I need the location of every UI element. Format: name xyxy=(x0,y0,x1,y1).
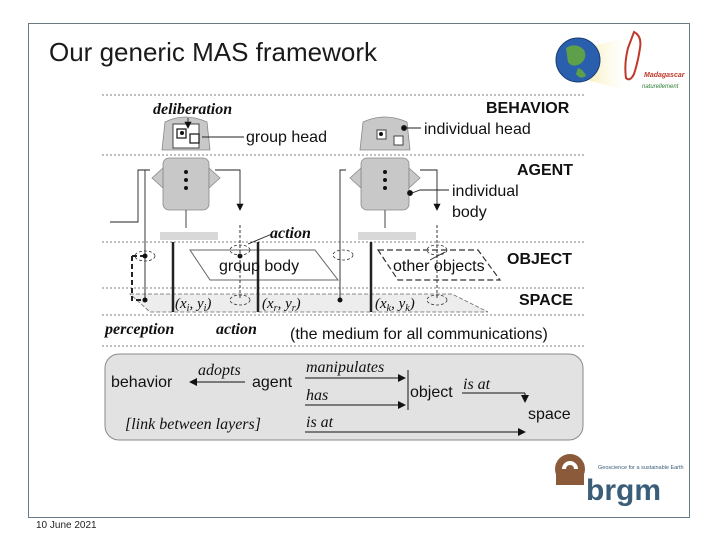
individual-agent-robot xyxy=(349,116,421,240)
individual-body-label-1: individual xyxy=(452,183,519,200)
madagascar-logo-text-2: naturellement xyxy=(642,84,679,90)
legend-space: space xyxy=(528,406,571,423)
space-plane xyxy=(128,293,489,313)
legend-panel: behavior adopts agent manipulates has ob… xyxy=(104,353,584,441)
legend-behavior: behavior xyxy=(111,374,173,391)
action-label-bottom: action xyxy=(216,321,257,338)
other-objects-label: other objects xyxy=(393,258,485,275)
intersection-dots xyxy=(142,253,343,303)
brgm-wordmark: brgm xyxy=(586,474,661,507)
madagascar-logo: Madagascar naturellement xyxy=(555,30,686,92)
coordinate-i: (xi, yi) xyxy=(175,296,211,314)
group-body-plane xyxy=(189,249,340,281)
individual-head-label: individual head xyxy=(424,121,531,138)
coordinate-k: (xk, yk) xyxy=(375,296,415,314)
group-agent-robot xyxy=(151,116,221,240)
slide-title: Our generic MAS framework xyxy=(49,37,377,67)
madagascar-island-icon xyxy=(624,30,642,81)
brgm-logo: Geoscience for a sustainable Earth brgm xyxy=(555,454,684,507)
coordinate-r: (xr, yr) xyxy=(262,296,301,314)
perception-label: perception xyxy=(103,321,174,338)
layer-dividers xyxy=(102,94,584,347)
location-ellipses xyxy=(134,244,448,306)
action-label-top: action xyxy=(270,225,311,242)
brgm-tagline: Geoscience for a sustainable Earth xyxy=(598,465,684,471)
layer-label-agent: AGENT xyxy=(517,162,573,179)
madagascar-logo-text-1: Madagascar xyxy=(644,72,686,79)
legend-is-at-bottom: is at xyxy=(306,414,334,431)
layer-label-behavior: BEHAVIOR xyxy=(486,100,570,117)
legend-adopts: adopts xyxy=(198,362,241,379)
legend-manipulates: manipulates xyxy=(306,359,384,376)
legend-is-at-top: is at xyxy=(463,376,491,393)
slide-frame xyxy=(28,23,690,518)
other-objects-plane xyxy=(376,249,502,281)
group-head-label: group head xyxy=(246,129,327,146)
legend-has: has xyxy=(306,387,328,404)
legend-link: [link between layers] xyxy=(125,416,261,433)
group-body-label: group body xyxy=(219,258,299,275)
layer-label-object: OBJECT xyxy=(507,251,572,268)
deliberation-label: deliberation xyxy=(153,101,232,118)
layer-label-space: SPACE xyxy=(519,292,573,309)
diagram-connectors xyxy=(110,118,449,312)
individual-body-label-2: body xyxy=(452,204,487,221)
legend-agent: agent xyxy=(252,374,293,391)
medium-label: (the medium for all communications) xyxy=(290,326,548,343)
footer-date: 10 June 2021 xyxy=(36,520,97,531)
legend-object: object xyxy=(410,384,453,401)
